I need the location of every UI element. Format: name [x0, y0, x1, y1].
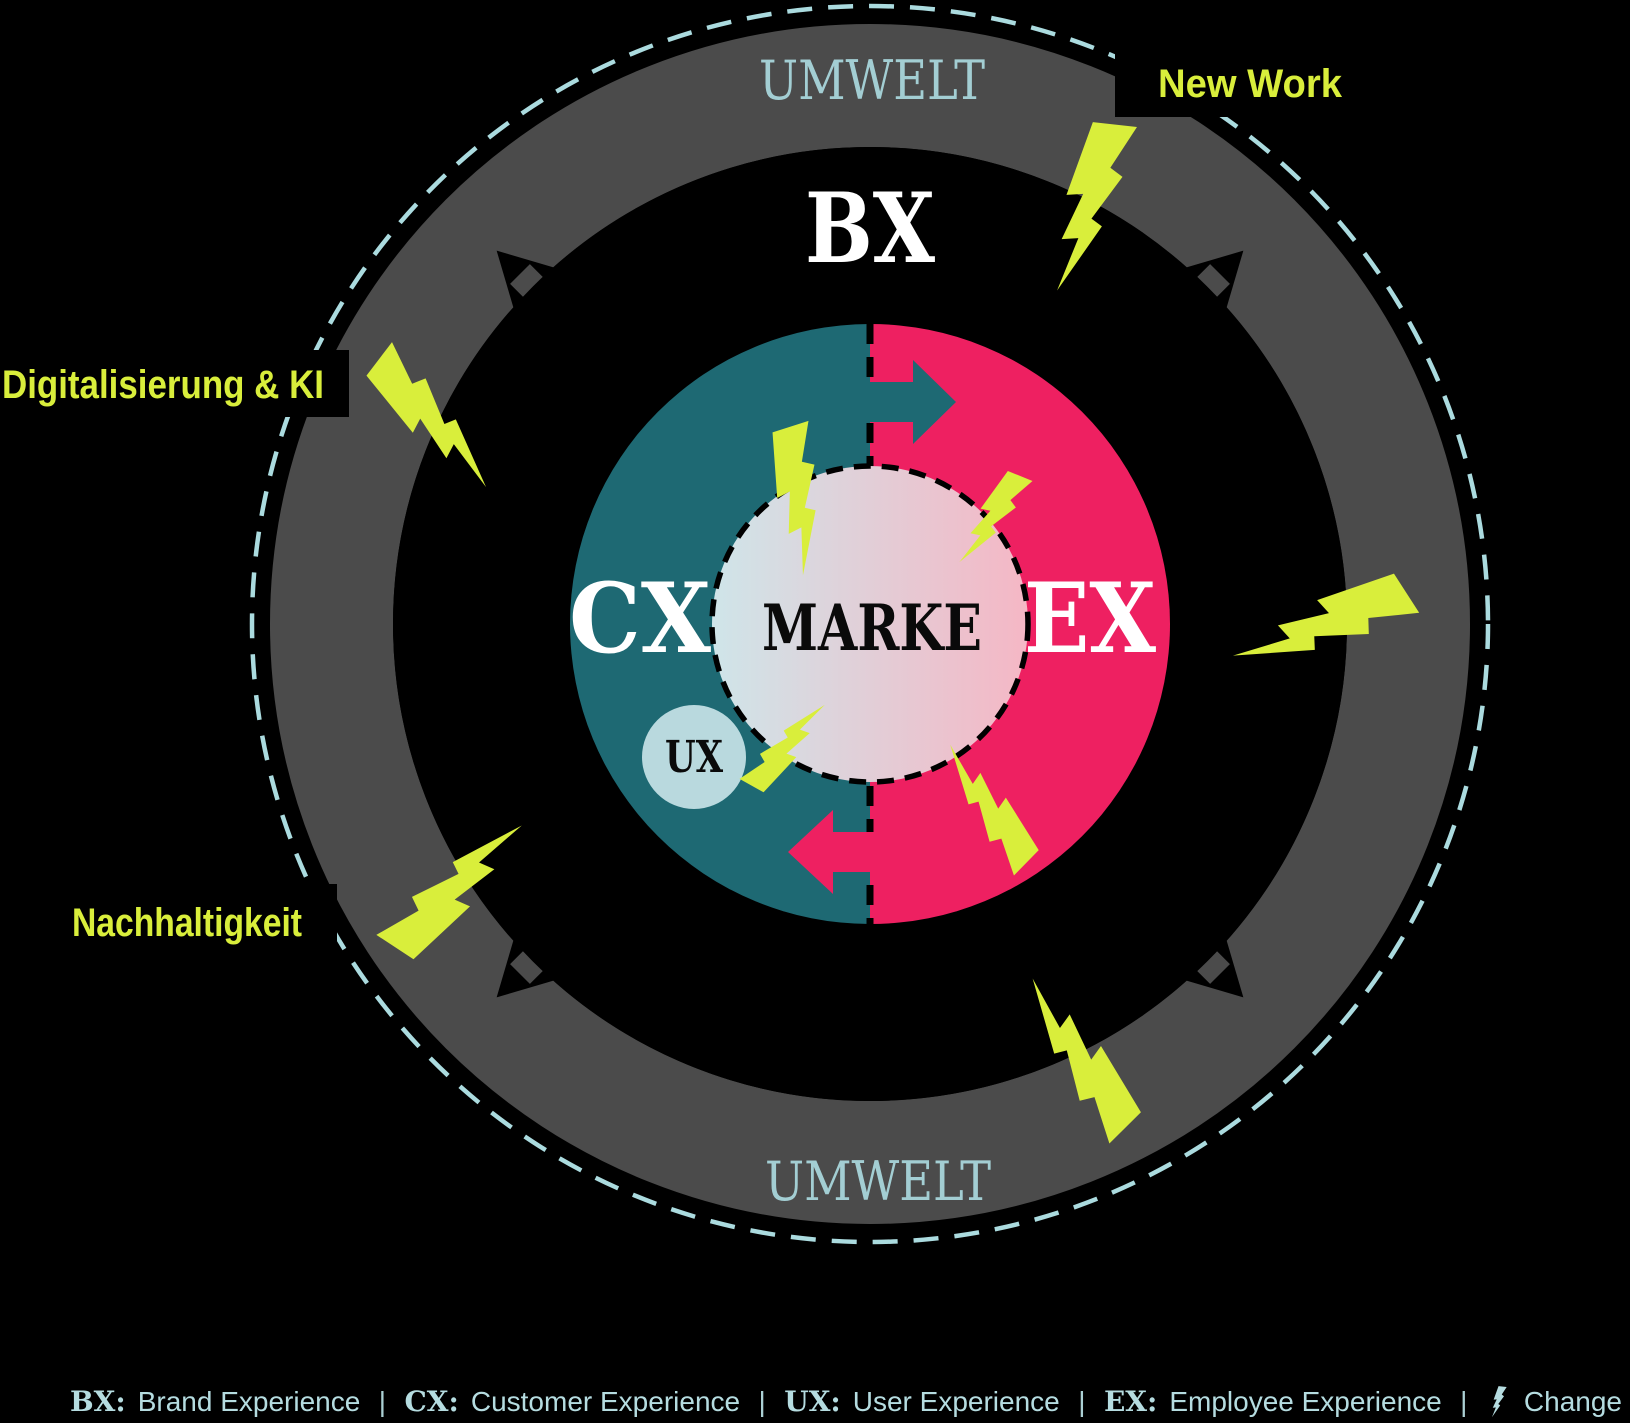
- lightning-bolt-icon: [1491, 1386, 1507, 1418]
- legend-key-ex: EX:: [1103, 1384, 1158, 1418]
- ex-label: EX: [1024, 562, 1156, 675]
- ux-circle: [642, 705, 746, 809]
- bx-label: BX: [805, 172, 935, 285]
- legend-key-bx: BX:: [70, 1384, 126, 1418]
- ex-to-cx-arrow: [788, 810, 876, 894]
- legend-bar: BX: Brand Experience | CX: Customer Expe…: [70, 1385, 1622, 1419]
- legend-separator: |: [378, 1385, 387, 1417]
- legend-item-ux: UX: User Experience: [784, 1384, 1060, 1418]
- environment-dashed-border: [249, 3, 1491, 1245]
- legend-separator: |: [1460, 1385, 1468, 1417]
- legend-item-cx: CX: Customer Experience: [404, 1384, 741, 1418]
- new-work-label: New Work: [1158, 62, 1343, 106]
- legend-label-ex: Employee Experience: [1169, 1385, 1442, 1417]
- umwelt-label-bottom: UMWELT: [765, 1150, 991, 1213]
- label-notch-nachhaltigkeit: [0, 884, 337, 952]
- legend-item-ex: EX: Employee Experience: [1103, 1384, 1442, 1418]
- legend-key-cx: CX:: [404, 1384, 459, 1418]
- legend-separator: |: [758, 1385, 766, 1417]
- legend-change-label: Change: [1523, 1385, 1622, 1417]
- label-notch-digitalisierung: [0, 350, 349, 417]
- marke-label: MARKE: [762, 591, 982, 666]
- legend-label-ux: User Experience: [852, 1385, 1060, 1417]
- umwelt-label-top: UMWELT: [759, 49, 985, 112]
- legend-separator: |: [1078, 1385, 1086, 1417]
- legend-key-ux: UX:: [784, 1384, 841, 1418]
- nachhaltigkeit-label: Nachhaltigkeit: [72, 901, 302, 945]
- ux-label: UX: [665, 732, 724, 783]
- digitalisierung-label: Digitalisierung & KI: [2, 363, 324, 407]
- legend-item-change: Change: [1486, 1385, 1622, 1419]
- label-notch-new-work: [1115, 0, 1373, 117]
- cx-to-ex-arrow: [864, 360, 956, 444]
- environment-ring: [270, 24, 1470, 1224]
- cx-label: CX: [569, 562, 711, 675]
- legend-label-cx: Customer Experience: [470, 1385, 741, 1417]
- legend-label-bx: Brand Experience: [137, 1385, 361, 1417]
- legend-item-bx: BX: Brand Experience: [70, 1384, 361, 1418]
- marke-circle: [709, 463, 1031, 785]
